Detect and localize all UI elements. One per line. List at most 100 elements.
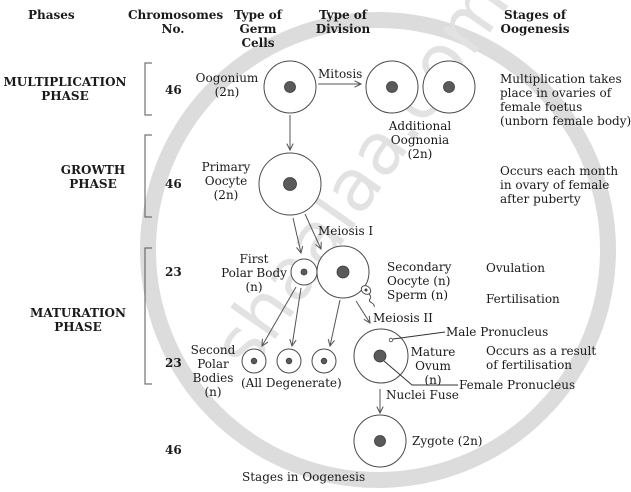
- note-growth: Occurs each month in ovary of female aft…: [500, 164, 618, 206]
- figure-caption: Stages in Oogenesis: [242, 470, 366, 484]
- note-ovulation: Ovulation: [486, 261, 545, 275]
- label-second-polar-bodies: Second Polar Bodies (n): [186, 343, 240, 399]
- label-first-polar-body: First Polar Body (n): [214, 252, 294, 294]
- note-fertilisation-result-line1: Occurs as a result: [486, 344, 597, 358]
- bracket-multiplication: [144, 62, 152, 116]
- meiosis-2-arrow: [355, 300, 370, 323]
- label-nuclei-fuse: Nuclei Fuse: [386, 388, 459, 402]
- label-secondary-oocyte-line1: Secondary: [387, 260, 452, 274]
- arrow-to-second-polar-body-3: [330, 299, 341, 346]
- label-sperm: Sperm (n): [387, 288, 449, 302]
- note-growth-line2: in ovary of female: [500, 178, 610, 192]
- phase-growth-line2: PHASE: [69, 177, 117, 191]
- header-stages: Stages of Oogenesis: [490, 8, 580, 36]
- label-all-degenerate: (All Degenerate): [241, 376, 342, 390]
- chromosomes-second-polar: 23: [165, 356, 182, 370]
- chromosomes-multiplication: 46: [165, 83, 182, 97]
- header-stages-line1: Stages of: [503, 8, 567, 22]
- label-mature-ovum-line3: (n): [424, 373, 442, 387]
- phase-growth: GROWTH PHASE: [58, 163, 128, 191]
- label-mitosis: Mitosis: [318, 67, 363, 81]
- sperm: [360, 285, 375, 308]
- note-multiplication-line1: Multiplication takes: [500, 72, 622, 86]
- arrow-to-second-polar-body-2: [292, 287, 302, 346]
- label-primary-oocyte: Primary Oocyte (2n): [196, 160, 256, 202]
- phase-maturation-line1: MATURATION: [30, 306, 126, 320]
- bracket-growth: [144, 134, 152, 218]
- label-mature-ovum: Mature Ovum (n): [408, 345, 458, 387]
- note-growth-line1: Occurs each month: [500, 164, 619, 178]
- bracket-maturation: [144, 247, 152, 385]
- note-multiplication-line4: (unborn female body): [500, 114, 631, 128]
- secondary-oocyte-cell: [316, 245, 370, 299]
- label-meiosis-2: Meiosis II: [373, 311, 433, 325]
- phase-multiplication: MULTIPLICATION PHASE: [2, 75, 128, 103]
- note-fertilisation-result-line2: of fertilisation: [486, 358, 573, 372]
- label-first-polar-body-line1: First: [239, 252, 269, 266]
- label-female-pronucleus: Female Pronucleus: [459, 378, 576, 392]
- label-primary-oocyte-line1: Primary: [201, 160, 251, 174]
- male-pronucleus-leader: [392, 331, 446, 340]
- additional-oogonium-cell-2: [422, 60, 476, 114]
- chromosomes-zygote: 46: [165, 443, 182, 457]
- primary-oocyte-cell: [258, 152, 322, 216]
- label-secondary-oocyte: Secondary Oocyte (n) Sperm (n): [387, 260, 451, 302]
- header-germ-cells: Type of Germ Cells: [228, 8, 288, 50]
- chromosomes-growth: 46: [165, 177, 182, 191]
- arrow-to-second-polar-body-1: [262, 286, 297, 346]
- label-oogonium-line2: (2n): [214, 85, 240, 99]
- header-division-line2: Division: [315, 22, 371, 36]
- phase-maturation-line2: PHASE: [54, 320, 102, 334]
- header-chromosomes-line1: Chromosomes: [128, 8, 224, 22]
- additional-oogonium-cell-1: [365, 60, 419, 114]
- note-multiplication-line3: female foetus: [500, 100, 583, 114]
- second-polar-body-1: [241, 348, 267, 374]
- label-second-polar-bodies-line2: Polar: [197, 357, 229, 371]
- oogonium-cell: [263, 60, 317, 114]
- label-secondary-oocyte-line2: Oocyte (n): [387, 274, 451, 288]
- note-fertilisation: Fertilisation: [486, 292, 560, 306]
- header-germ-cells-line2: Germ: [239, 22, 277, 36]
- phase-multiplication-line1: MULTIPLICATION: [3, 75, 127, 89]
- phase-maturation: MATURATION PHASE: [28, 306, 128, 334]
- phase-multiplication-line2: PHASE: [41, 89, 89, 103]
- header-stages-line2: Oogenesis: [500, 22, 570, 36]
- label-second-polar-bodies-line1: Second: [190, 343, 236, 357]
- label-second-polar-bodies-line3: Bodies: [192, 371, 234, 385]
- note-fertilisation-result: Occurs as a result of fertilisation: [486, 344, 596, 372]
- header-division-line1: Type of: [319, 8, 367, 22]
- label-mature-ovum-line1: Mature: [410, 345, 456, 359]
- label-meiosis-1: Meiosis I: [318, 224, 374, 238]
- label-second-polar-bodies-line4: (n): [204, 385, 222, 399]
- second-polar-body-2: [276, 348, 302, 374]
- header-phases: Phases: [28, 8, 75, 22]
- note-growth-line3: after puberty: [500, 192, 581, 206]
- chromosomes-first-polar: 23: [165, 265, 182, 279]
- second-polar-body-3: [311, 348, 337, 374]
- label-zygote: Zygote (2n): [412, 434, 483, 448]
- label-additional-oogonia-line3: (2n): [407, 147, 433, 161]
- label-first-polar-body-line3: (n): [245, 280, 263, 294]
- phase-growth-line1: GROWTH: [60, 163, 126, 177]
- label-first-polar-body-line2: Polar Body: [221, 266, 287, 280]
- label-mature-ovum-line2: Ovum: [415, 359, 451, 373]
- label-additional-oogonia-line2: Oognonia: [390, 133, 450, 147]
- label-oogonium: Oogonium (2n): [192, 71, 262, 99]
- note-multiplication: Multiplication takes place in ovaries of…: [500, 72, 631, 128]
- arrow-to-first-polar-body: [292, 217, 301, 253]
- label-male-pronucleus: Male Pronucleus: [446, 325, 549, 339]
- label-additional-oogonia-line1: Additional: [388, 119, 452, 133]
- meiosis-1-arrow: [304, 213, 321, 249]
- first-polar-body-cell: [290, 258, 318, 286]
- header-chromosomes-line2: No.: [161, 22, 185, 36]
- header-germ-cells-line3: Cells: [241, 36, 275, 50]
- watermark-ring: [140, 12, 616, 488]
- label-primary-oocyte-line2: Oocyte: [204, 174, 248, 188]
- female-pronucleus-leader: [383, 360, 458, 386]
- header-chromosomes: Chromosomes No.: [128, 8, 224, 36]
- label-additional-oogonia: Additional Oognonia (2n): [380, 119, 460, 161]
- header-germ-cells-line1: Type of: [234, 8, 282, 22]
- note-multiplication-line2: place in ovaries of: [500, 86, 612, 100]
- header-division: Type of Division: [308, 8, 378, 36]
